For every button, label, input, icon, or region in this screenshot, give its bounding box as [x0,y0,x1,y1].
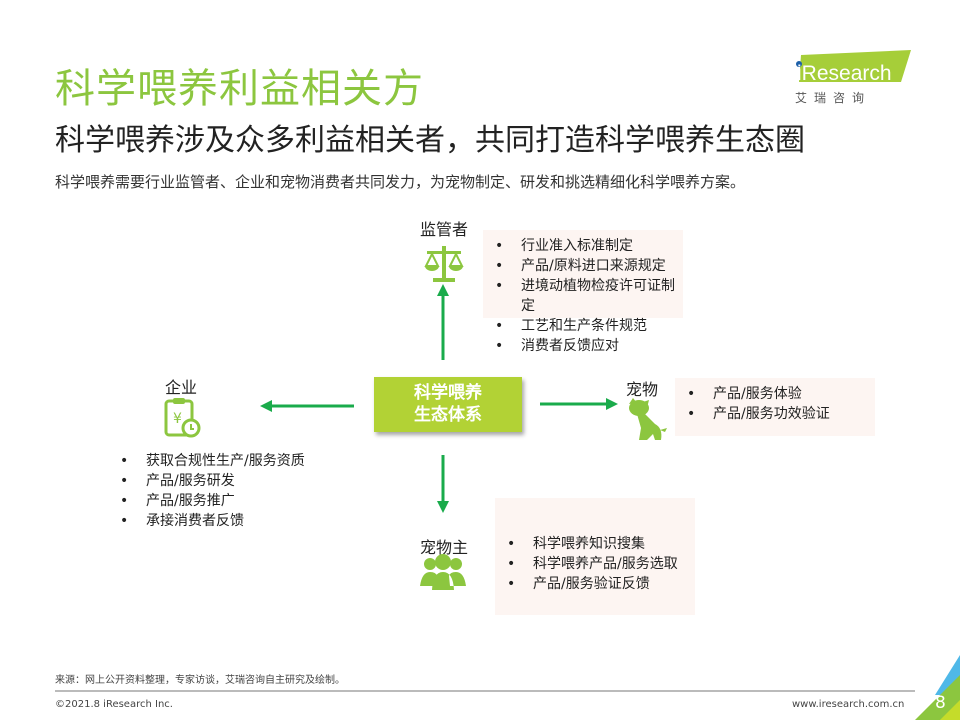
owner-box: 科学喂养知识搜集 科学喂养产品/服务选取 产品/服务验证反馈 [495,498,695,615]
regulator-item: 工艺和生产条件规范 [491,316,683,336]
enterprise-list: 获取合规性生产/服务资质 产品/服务研发 产品/服务推广 承接消费者反馈 [116,451,305,531]
iresearch-logo: iResearch 艾瑞咨询 [793,50,913,106]
owner-label: 宠物主 [420,538,469,557]
arrow-down [436,455,450,517]
svg-text:¥: ¥ [173,411,182,427]
clipboard-yen-clock-icon: ¥ [163,396,201,442]
page-title: 科学喂养利益相关方 [55,66,424,112]
enterprise-item: 获取合规性生产/服务资质 [116,451,305,471]
pet-box: 产品/服务体验 产品/服务功效验证 [675,378,875,436]
arrow-left [260,398,354,417]
regulator-box: 行业准入标准制定 产品/原料进口来源规定 进境动植物检疫许可证制定 工艺和生产条… [483,230,683,356]
svg-text:iResearch: iResearch [797,62,892,85]
pet-label: 宠物 [626,380,659,399]
dog-icon [627,398,669,446]
enterprise-item: 产品/服务研发 [116,471,305,491]
page-number: 8 [935,693,946,713]
corner-decoration [905,655,960,724]
pet-item: 产品/服务体验 [683,384,875,404]
owner-item: 科学喂养产品/服务选取 [503,554,695,574]
owner-item: 科学喂养知识搜集 [503,534,695,554]
arrow-right [540,396,618,415]
page-description: 科学喂养需要行业监管者、企业和宠物消费者共同发力，为宠物制定、研发和挑选精细化科… [55,173,746,191]
website-link[interactable]: www.iresearch.com.cn [792,699,905,710]
enterprise-item: 产品/服务推广 [116,491,305,511]
regulator-item: 行业准入标准制定 [491,236,683,256]
pet-item: 产品/服务功效验证 [683,404,875,424]
center-line2: 生态体系 [414,405,482,425]
enterprise-item: 承接消费者反馈 [116,511,305,531]
source-note: 来源：网上公开资料整理，专家访谈，艾瑞咨询自主研究及绘制。 [55,675,345,686]
ecosystem-center-box: 科学喂养 生态体系 [374,377,522,432]
page-subtitle: 科学喂养涉及众多利益相关者，共同打造科学喂养生态圈 [55,123,805,158]
people-icon [420,552,466,594]
scales-icon [423,244,465,288]
enterprise-label: 企业 [165,378,198,397]
regulator-label: 监管者 [420,220,469,239]
arrow-up [436,284,450,364]
svg-text:艾瑞咨询: 艾瑞咨询 [795,90,871,105]
regulator-item: 消费者反馈应对 [491,336,683,356]
regulator-item: 进境动植物检疫许可证制定 [491,276,683,316]
regulator-item: 产品/原料进口来源规定 [491,256,683,276]
footer-divider [55,690,915,692]
owner-item: 产品/服务验证反馈 [503,574,695,594]
copyright: ©2021.8 iResearch Inc. [55,699,173,710]
center-line1: 科学喂养 [414,383,482,403]
